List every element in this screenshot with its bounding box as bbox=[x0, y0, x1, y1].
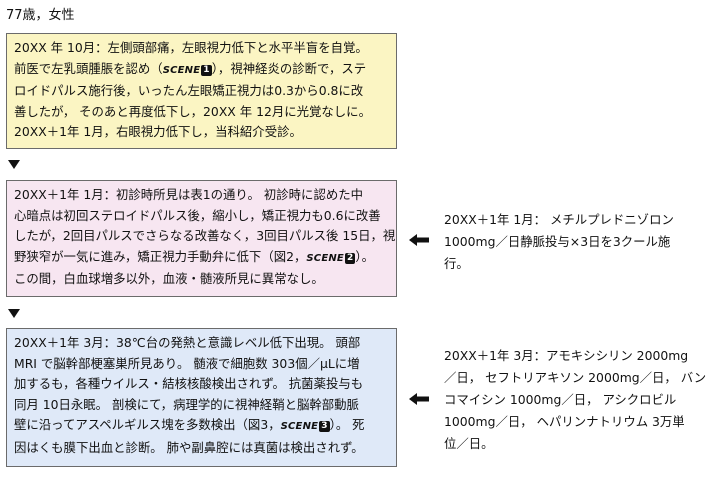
scene-2-label: SCENE bbox=[306, 252, 344, 264]
note3-line-3: コマイシン 1000mg／日， アシクロビル bbox=[444, 392, 677, 407]
history-box-onset: 20XX 年 10月：左側頭部痛，左眼視力低下と水平半盲を自覚。 前医で左乳頭腫… bbox=[6, 33, 397, 149]
history-box-initial-exam: 20XX＋1年 1月：初診時所見は表1の通り。 初診時に認めた中 心暗点は初回ス… bbox=[6, 180, 397, 297]
left-arrow-icon bbox=[409, 234, 429, 246]
note3-line-1: 20XX＋1年 3月：アモキシシリン 2000mg bbox=[444, 348, 689, 363]
scene-2-number: 2 bbox=[344, 252, 356, 264]
scene-1-label: SCENE bbox=[162, 64, 201, 76]
box2-line-4b: ）。 bbox=[355, 248, 375, 264]
box1-line-1: 20XX 年 10月：左側頭部痛，左眼視力低下と水平半盲を自覚。 bbox=[14, 40, 368, 55]
note3-line-5: 位／日。 bbox=[444, 436, 494, 451]
box1-line-2b: ），視神経炎の診断で，ステ bbox=[211, 60, 367, 76]
box2-line-3: したが，2回目パルスでさらなる改善なく，3回目パルス後 15日，視 bbox=[14, 228, 396, 244]
box2-line-2: 心暗点は初回ステロイドパルス後，縮小し，矯正視力も0.6に改善 bbox=[14, 207, 381, 223]
note2-line-1: 20XX＋1年 1月： メチルプレドニゾロン bbox=[444, 212, 674, 227]
down-triangle-icon bbox=[8, 160, 20, 169]
note2-line-3: 行。 bbox=[444, 256, 469, 271]
history-box-death: 20XX＋1年 3月：38℃台の発熱と意識レベル低下出現。 頭部 MRI で脳幹… bbox=[6, 328, 397, 467]
box3-line-6: 因はくも膜下出血と診断。 肺や副鼻腔には真菌は検出されず。 bbox=[14, 439, 364, 455]
note3-line-4: 1000mg／日， ヘパリンナトリウム 3万単 bbox=[444, 414, 685, 429]
patient-header: 77歳，女性 bbox=[6, 8, 75, 23]
box1-line-2a: 前医で左乳頭腫脹を認め（ bbox=[14, 60, 163, 76]
box2-line-4a: 野狭窄が一気に進み，矯正視力手動弁に低下（図2， bbox=[14, 248, 307, 264]
note2-line-2: 1000mg／日静脈投与×3日を3クール施 bbox=[444, 234, 671, 249]
box3-line-2: MRI で脳幹部梗塞巣所見あり。 髄液で細胞数 303個／μLに増 bbox=[14, 355, 360, 371]
box1-line-4: 善したが， そのあと再度低下し，20XX 年 12月に光覚なしに。 bbox=[14, 103, 371, 119]
box3-line-5b: ）。 死 bbox=[329, 417, 365, 433]
box3-line-1: 20XX＋1年 3月：38℃台の発熱と意識レベル低下出現。 頭部 bbox=[14, 335, 361, 350]
box3-line-3: 加するも，各種ウイルス・結核核酸検出されず。 抗菌薬投与も bbox=[14, 376, 364, 392]
treatment-note-antimicrobial: 20XX＋1年 3月：アモキシシリン 2000mg ／日， セフトリアキソン 2… bbox=[444, 345, 706, 455]
down-triangle-icon bbox=[8, 309, 20, 318]
box1-line-3: ロイドパルス施行後，いったん左眼矯正視力は0.3から0.8に改 bbox=[14, 83, 364, 99]
box3-line-4: 同月 10日永眠。 剖検にて，病理学的に視神経鞘と脳幹部動脈 bbox=[14, 396, 359, 412]
left-arrow-icon bbox=[409, 393, 429, 405]
box2-line-1: 20XX＋1年 1月：初診時所見は表1の通り。 初診時に認めた中 bbox=[14, 187, 364, 202]
scene-3-label: SCENE bbox=[280, 421, 319, 433]
note3-line-2: ／日， セフトリアキソン 2000mg／日， バン bbox=[444, 370, 706, 385]
scene-3-number: 3 bbox=[319, 421, 330, 433]
box1-line-5: 20XX＋1年 1月，右眼視力低下し，当科紹介受診。 bbox=[14, 124, 302, 140]
box2-line-5: この間，白血球増多以外，血液・髄液所見に異常なし。 bbox=[14, 271, 324, 287]
box3-line-5a: 壁に沿ってアスペルギルス塊を多数検出（図3， bbox=[14, 417, 281, 433]
scene-1-number: 1 bbox=[201, 64, 212, 76]
treatment-note-steroid: 20XX＋1年 1月： メチルプレドニゾロン 1000mg／日静脈投与×3日を3… bbox=[444, 209, 694, 275]
